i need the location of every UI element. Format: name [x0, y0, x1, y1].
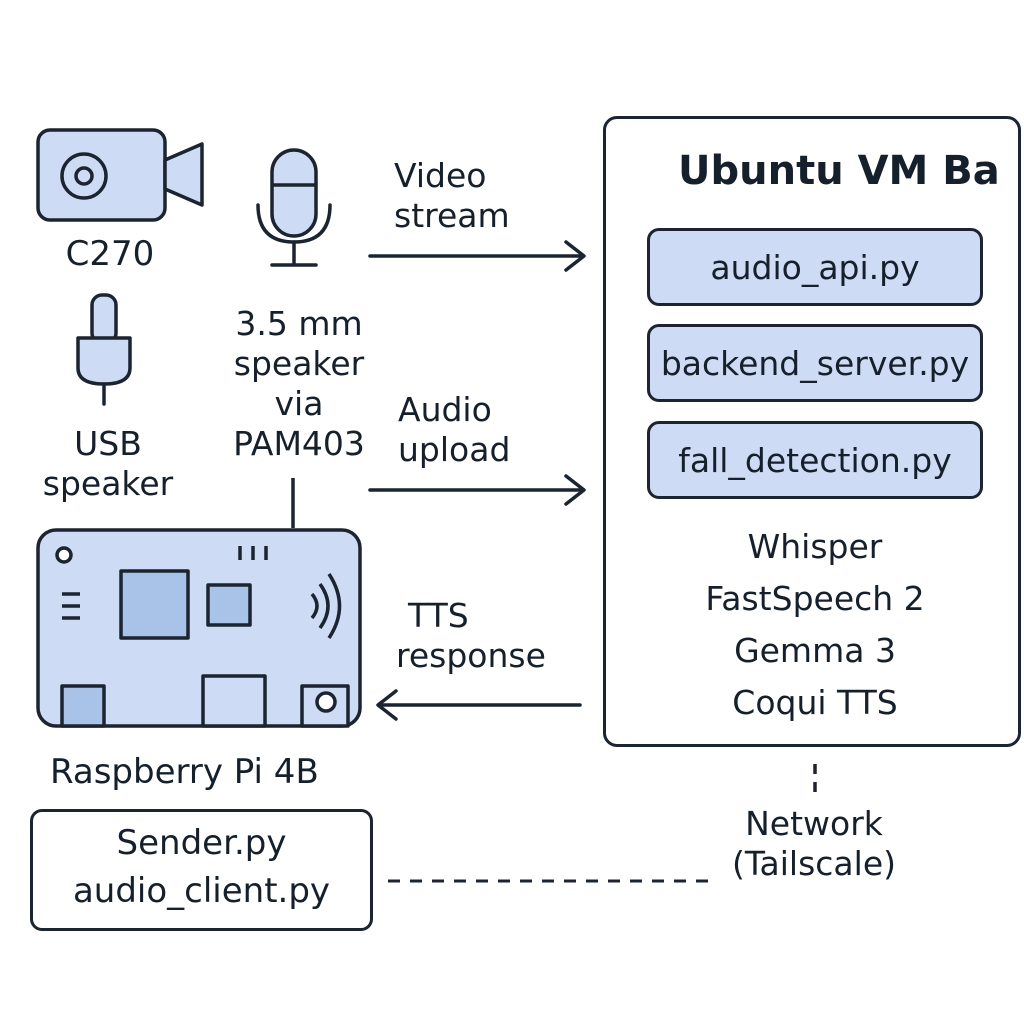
- usb-speaker-icon: [76, 293, 132, 406]
- audio-upload-line1: Audio: [398, 390, 492, 429]
- audio-upload-arrow: [368, 474, 586, 506]
- tts-response-line2: response: [396, 636, 546, 675]
- raspberry-pi-label: Raspberry Pi 4B: [50, 752, 319, 792]
- model-gemma: Gemma 3: [734, 631, 896, 670]
- microphone-icon: [256, 148, 332, 267]
- webcam-icon: [36, 128, 204, 222]
- speaker-35-label: 3.5 mm speaker via PAM403: [214, 304, 384, 464]
- audio-upload-line2: upload: [398, 430, 511, 469]
- raspberry-pi-board: [36, 528, 362, 728]
- camera-label: C270: [65, 234, 155, 274]
- module-fall-detection: fall_detection.py: [647, 421, 983, 499]
- module-backend-server: backend_server.py: [647, 324, 983, 402]
- client-script-sender: Sender.py: [116, 823, 287, 863]
- speaker-35-line2: speaker: [233, 344, 365, 383]
- usb-speaker-label-line1: USB: [74, 424, 142, 463]
- speaker-35-line1: 3.5 mm: [235, 304, 363, 343]
- tts-response-label: TTS response: [396, 596, 566, 676]
- client-script-audio-client: audio_client.py: [72, 871, 331, 911]
- audio-upload-label: Audio upload: [398, 390, 510, 470]
- model-fastspeech: FastSpeech 2: [705, 579, 925, 618]
- network-line1: Network: [745, 804, 883, 843]
- speaker-35-line3: via: [274, 384, 324, 423]
- video-stream-line2: stream: [394, 196, 510, 235]
- network-line2: (Tailscale): [731, 844, 897, 883]
- module-audio-api: audio_api.py: [647, 228, 983, 306]
- ubuntu-vm-title: Ubuntu VM Ba: [678, 148, 1000, 194]
- speaker-35-line4: PAM403: [233, 424, 365, 463]
- video-stream-line1: Video: [394, 156, 487, 195]
- tts-response-line1: TTS: [408, 596, 469, 635]
- video-stream-label: Video stream: [394, 156, 510, 236]
- usb-speaker-label: USB speaker: [28, 424, 188, 504]
- network-label: Network (Tailscale): [706, 804, 922, 884]
- video-stream-arrow: [368, 240, 586, 272]
- model-coqui-tts: Coqui TTS: [732, 683, 898, 722]
- model-whisper: Whisper: [747, 527, 883, 566]
- usb-speaker-label-line2: speaker: [42, 464, 174, 503]
- tts-response-arrow: [376, 689, 582, 721]
- client-scripts-box: [30, 809, 373, 931]
